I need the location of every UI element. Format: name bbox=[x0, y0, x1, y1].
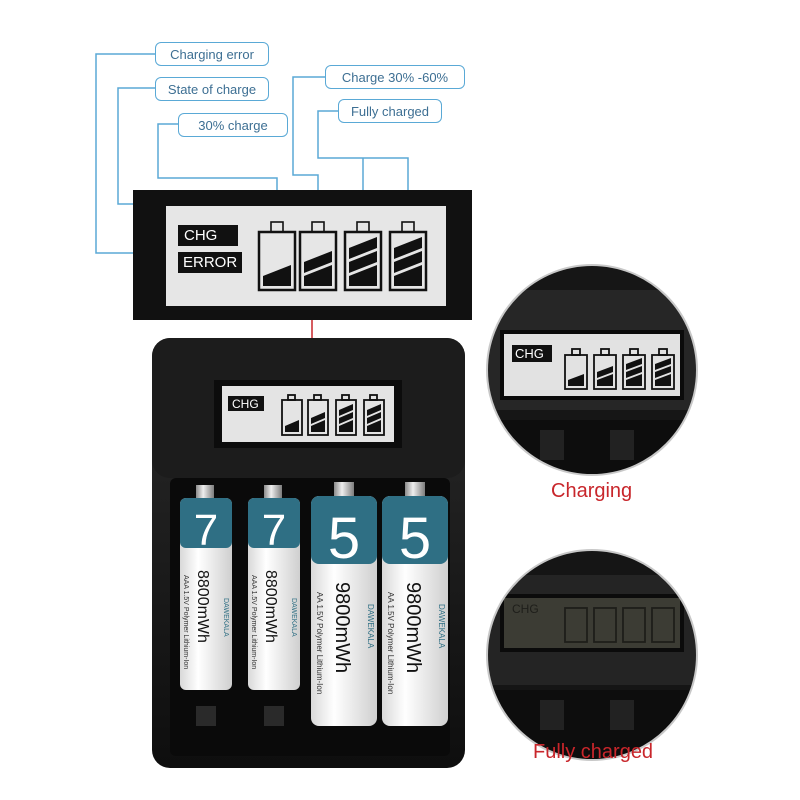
label-text: DAWEKALA bbox=[222, 598, 229, 637]
label-text: AAA 1.5V Polymer Lithium-Ion bbox=[250, 575, 257, 669]
label-text: DAWEKALA bbox=[290, 598, 297, 637]
label-text: AA 1.5V Polymer Lithium-Ion bbox=[386, 592, 395, 694]
callout-fully-charged: Fully charged bbox=[338, 99, 442, 123]
label-text: AA 1.5V Polymer Lithium-Ion bbox=[315, 592, 324, 694]
label-text: CHG bbox=[512, 602, 539, 616]
label-text: 7 bbox=[262, 506, 286, 555]
callout-charging-error: Charging error bbox=[155, 42, 269, 66]
label-text: 7 bbox=[194, 506, 218, 555]
label-text: 8800mWh bbox=[194, 570, 211, 643]
callout-charge-30-60: Charge 30% -60% bbox=[325, 65, 465, 89]
callout-state-of-charge: State of charge bbox=[155, 77, 269, 101]
battery-4: 5 9800mWh AA 1.5V Polymer Lithium-Ion DA… bbox=[382, 482, 448, 726]
error-indicator: ERROR bbox=[178, 252, 242, 273]
charging-caption: Charging bbox=[551, 480, 633, 502]
battery-1: 7 8800mWh AAA 1.5V Polymer Lithium-Ion D… bbox=[180, 485, 232, 690]
label-text: DAWEKALA bbox=[366, 604, 375, 649]
callout-30-charge: 30% charge bbox=[178, 113, 288, 137]
chg-indicator: CHG bbox=[178, 225, 238, 246]
label-text: 9800mWh bbox=[402, 582, 424, 673]
label-text: 9800mWh bbox=[331, 582, 353, 673]
label-text: 5 bbox=[399, 506, 431, 571]
fully-charged-caption: Fully charged bbox=[533, 741, 654, 763]
label-text: 8800mWh bbox=[262, 570, 279, 643]
label-text: AAA 1.5V Polymer Lithium-Ion bbox=[182, 575, 189, 669]
label-text: 5 bbox=[328, 506, 360, 571]
label-text: CHG bbox=[515, 346, 544, 361]
battery-2: 7 8800mWh AAA 1.5V Polymer Lithium-Ion D… bbox=[248, 485, 300, 690]
label-text: DAWEKALA bbox=[437, 604, 446, 649]
label-text: CHG bbox=[232, 397, 259, 411]
battery-3: 5 9800mWh AA 1.5V Polymer Lithium-Ion DA… bbox=[311, 482, 377, 726]
